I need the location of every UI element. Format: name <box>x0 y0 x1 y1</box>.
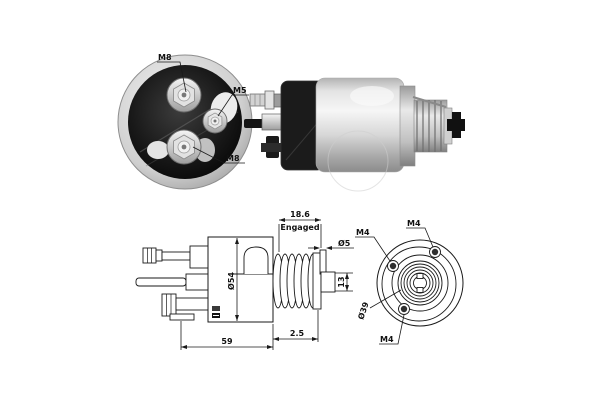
drawing-cross-section: 18.6 Engaged Ø5 Ø54 13 <box>135 210 354 350</box>
dim-body-dia: Ø54 <box>226 238 239 321</box>
label-pitch-dia: Ø39 <box>356 300 371 321</box>
dim-travel-caption: Engaged <box>280 223 319 232</box>
label-m8-top: M8 <box>158 53 172 62</box>
return-spring <box>272 253 319 309</box>
leader-m8-top <box>157 61 187 93</box>
contact-block <box>212 306 220 311</box>
drawing-front-view: M4 M4 M4 Ø39 <box>355 219 464 345</box>
terminal-bracket-bottom <box>161 293 209 321</box>
dim-body-dia-value: Ø54 <box>226 272 236 290</box>
plunger-spring <box>412 95 453 153</box>
insulator-blob <box>147 141 169 159</box>
leader-m4-left <box>355 236 391 262</box>
dim-pin-height: 13 <box>335 272 353 292</box>
terminal-m8-top <box>166 77 202 113</box>
dim-end-gap-value: 2.5 <box>290 329 305 338</box>
leader-m4-bottom <box>379 314 405 345</box>
rear-view-labels: M8 M5 M8 <box>157 53 249 164</box>
center-bore <box>413 273 427 293</box>
label-m4-bottom: M4 <box>380 335 394 344</box>
label-m4-top: M4 <box>407 219 421 228</box>
motor-stud <box>261 136 281 158</box>
leader-m5-side <box>217 94 249 117</box>
watermark-circle <box>327 130 389 192</box>
movable-core <box>243 246 269 274</box>
leader-pitch-dia <box>369 289 402 309</box>
dim-rod-dia-value: Ø5 <box>338 238 351 248</box>
terminal-m5-side <box>202 108 228 134</box>
dim-pin-height-value: 13 <box>337 276 346 287</box>
photo-side-view <box>244 77 465 192</box>
photo-rear-view: M8 M5 M8 <box>117 53 253 190</box>
hole-m4-left <box>387 260 399 272</box>
terminal-rod-middle <box>135 273 209 291</box>
body-highlight <box>350 86 394 106</box>
leader-m8-bottom <box>192 146 245 164</box>
terminal-m8-bottom <box>166 129 202 165</box>
terminal-bolt-top <box>142 245 209 269</box>
dim-travel: 18.6 Engaged <box>278 210 322 252</box>
dim-travel-value: 18.6 <box>290 210 310 219</box>
dim-rod-dia: Ø5 <box>308 238 354 250</box>
spade-terminal <box>244 119 266 128</box>
leader-m4-top <box>406 227 434 248</box>
plunger-rod-end <box>320 271 336 293</box>
label-m4-left: M4 <box>356 228 370 237</box>
label-m5-side: M5 <box>233 86 247 95</box>
watermark-stroke <box>285 119 321 161</box>
push-pin <box>319 249 327 275</box>
hole-m4-bottom <box>398 303 410 315</box>
dim-lengths: 59 2.5 <box>180 310 319 350</box>
label-m8-bottom: M8 <box>226 154 240 163</box>
hole-m4-top <box>429 246 441 258</box>
dim-body-length-value: 59 <box>221 337 233 346</box>
plunger-tip <box>447 112 465 138</box>
